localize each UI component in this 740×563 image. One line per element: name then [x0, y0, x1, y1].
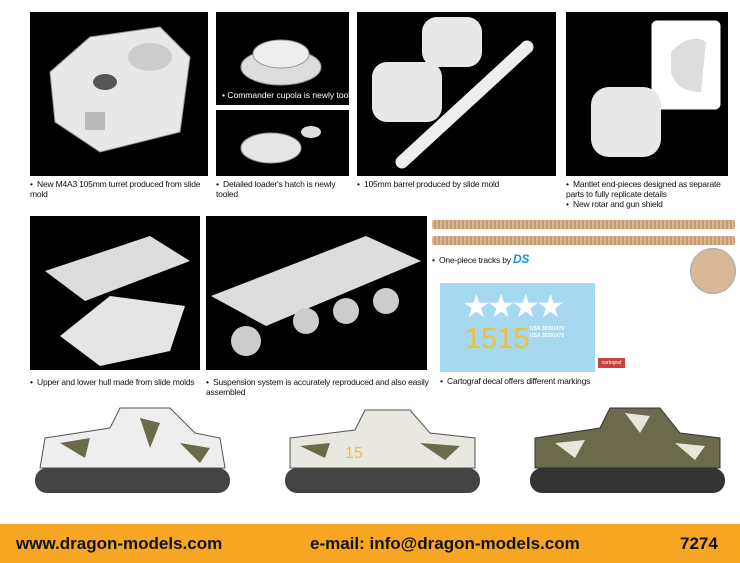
tank-profile-marking-15: 15: [285, 409, 480, 493]
website-link[interactable]: www.dragon-models.com: [16, 534, 223, 553]
caption-barrel: •105mm barrel produced by slide mold: [357, 179, 500, 189]
footer-bar: www.dragon-models.com e-mail: info@drago…: [0, 524, 740, 563]
ds-logo: DS: [512, 252, 530, 266]
track-strip-2: [432, 236, 735, 245]
track-detail-circle: [690, 248, 736, 294]
tank-profile-olive-camo: [530, 407, 725, 493]
email-link[interactable]: e-mail: info@dragon-models.com: [310, 534, 580, 553]
product-number: 7274: [680, 534, 718, 553]
decal-stars: ★★★★: [462, 288, 565, 324]
caption-suspension: •Suspension system is accurately reprodu…: [206, 377, 429, 397]
hull-image: [30, 216, 200, 370]
caption-turret: •New M4A3 105mm turret produced from sli…: [30, 179, 201, 199]
caption-hull: •Upper and lower hull made from slide mo…: [30, 377, 195, 387]
decal-number: 1515: [465, 323, 530, 355]
mantlet-image: [566, 12, 728, 176]
caption-mantlet: •Mantlet end-pieces designed as separate…: [566, 179, 721, 209]
turret-image: [30, 12, 208, 176]
caption-decal: •Cartograf decal offers different markin…: [440, 376, 591, 386]
hatch-image: [216, 110, 349, 176]
caption-cupola: • Commander cupola is newly tooled: [222, 90, 360, 100]
caption-tracks: •One-piece tracks by DS: [432, 252, 530, 266]
cupola-image: [216, 12, 349, 105]
suspension-image: [206, 216, 427, 370]
caption-hatch: •Detailed loader's hatch is newly tooled: [216, 179, 336, 199]
track-strip-1: [432, 220, 735, 229]
cartograf-logo: cartograf: [598, 358, 625, 368]
barrel-image: [357, 12, 556, 176]
tank-profile-winter-camo: [35, 407, 230, 493]
tank-marking: 15: [345, 445, 363, 462]
